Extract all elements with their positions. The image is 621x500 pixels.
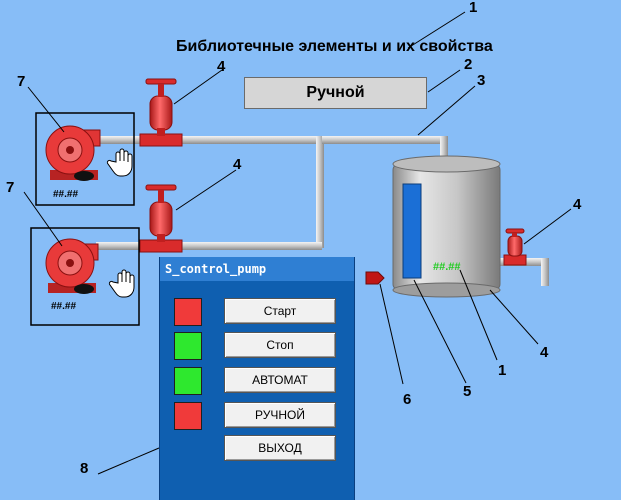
valve-icon	[139, 184, 183, 253]
callout-lines	[23, 11, 572, 475]
pump-box-1	[35, 112, 135, 206]
page-title: Библиотечные элементы и их свойства	[176, 38, 493, 55]
pump-1-value: ##.##	[53, 189, 79, 200]
callout-6-arrow: 6	[403, 391, 412, 408]
manual-button[interactable]: РУЧНОЙ	[224, 402, 336, 428]
hand-cursor-icon	[106, 148, 133, 177]
control-panel: S_control_pump Старт Стоп АВТОМАТ РУЧНОЙ…	[159, 257, 355, 500]
hand-cursor-icon	[108, 269, 135, 298]
pump-2-value: ##.##	[51, 301, 77, 312]
tank-icon	[392, 155, 501, 298]
callout-1-title: 1	[469, 0, 478, 16]
callout-2-mode: 2	[464, 56, 473, 73]
valve-icon	[139, 78, 183, 147]
valve-icon	[503, 228, 527, 266]
callout-3-pipe: 3	[477, 72, 486, 89]
status-lamp-stop	[174, 332, 202, 360]
arrow-pointer-icon	[365, 271, 385, 285]
mode-indicator[interactable]: Ручной	[244, 77, 427, 109]
callout-5-level: 5	[463, 383, 472, 400]
panel-title: S_control_pump	[160, 257, 354, 281]
callout-7-pump-top: 7	[17, 73, 26, 90]
pump-icon[interactable]	[45, 238, 99, 294]
callout-4-valve-top: 4	[217, 58, 226, 75]
status-lamp-manual	[174, 402, 202, 430]
callout-7-pump-bottom: 7	[6, 179, 15, 196]
callout-4-valve-mid: 4	[233, 156, 242, 173]
tank-level-value: ##.##	[433, 261, 461, 273]
callout-4-valve-right: 4	[573, 196, 582, 213]
callout-8-panel: 8	[80, 460, 89, 477]
auto-button[interactable]: АВТОМАТ	[224, 367, 336, 393]
status-lamp-start	[174, 298, 202, 326]
status-lamp-auto	[174, 367, 202, 395]
stop-button[interactable]: Стоп	[224, 332, 336, 358]
start-button[interactable]: Старт	[224, 298, 336, 324]
pump-box-2	[30, 227, 140, 326]
pump-icon[interactable]	[45, 125, 101, 181]
exit-button[interactable]: ВЫХОД	[224, 435, 336, 461]
callout-1-value: 1	[498, 362, 507, 379]
callout-4-tank: 4	[540, 344, 549, 361]
